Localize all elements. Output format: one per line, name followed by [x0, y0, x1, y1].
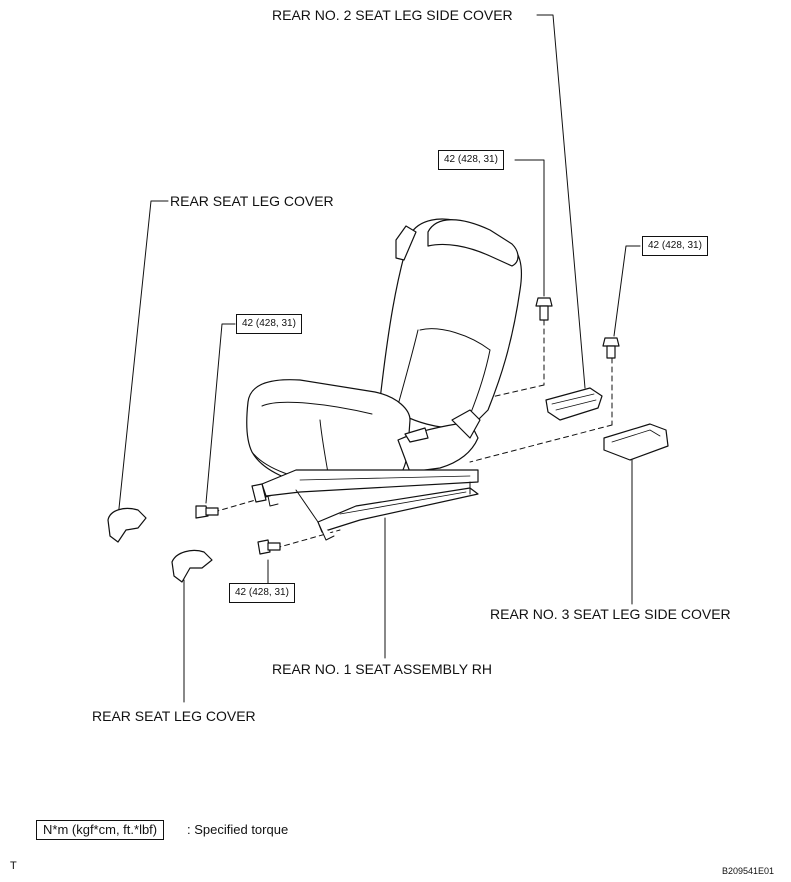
seat-rails: [251, 469, 479, 541]
leader-lines: [117, 14, 641, 703]
torque-box-left: 42 (428, 31): [236, 314, 302, 334]
rear-no3-side-cover-part: [603, 423, 669, 461]
label-rear-seat-leg-cover-bottom: REAR SEAT LEG COVER: [92, 708, 256, 724]
legend-unit-box: N*m (kgf*cm, ft.*lbf): [36, 820, 165, 840]
torque-box-bottom: 42 (428, 31): [229, 583, 295, 603]
bolt-left: [195, 505, 219, 519]
bolt-bottom: [257, 539, 281, 555]
label-rear-seat-leg-cover-top: REAR SEAT LEG COVER: [170, 193, 334, 209]
bolt-top-center: [535, 297, 553, 321]
label-rear-no2-seat-leg-side-cover: REAR NO. 2 SEAT LEG SIDE COVER: [272, 7, 513, 23]
seat-back: [379, 218, 523, 429]
label-rear-no1-seat-assembly-rh: REAR NO. 1 SEAT ASSEMBLY RH: [272, 661, 492, 677]
rear-leg-cover-bottom-part: [171, 549, 213, 583]
legend-description: : Specified torque: [187, 822, 289, 837]
label-rear-no3-seat-leg-side-cover: REAR NO. 3 SEAT LEG SIDE COVER: [490, 606, 731, 622]
seat-side-trim: [397, 409, 481, 473]
figure-code: B209541E01: [722, 866, 775, 876]
rear-leg-cover-top-part: [107, 507, 147, 543]
footer-mark: T: [10, 860, 17, 872]
torque-box-top-right: 42 (428, 31): [642, 236, 708, 256]
rear-no2-side-cover-part: [545, 387, 603, 421]
bolt-top-right: [602, 337, 620, 359]
torque-box-top-center: 42 (428, 31): [438, 150, 504, 170]
